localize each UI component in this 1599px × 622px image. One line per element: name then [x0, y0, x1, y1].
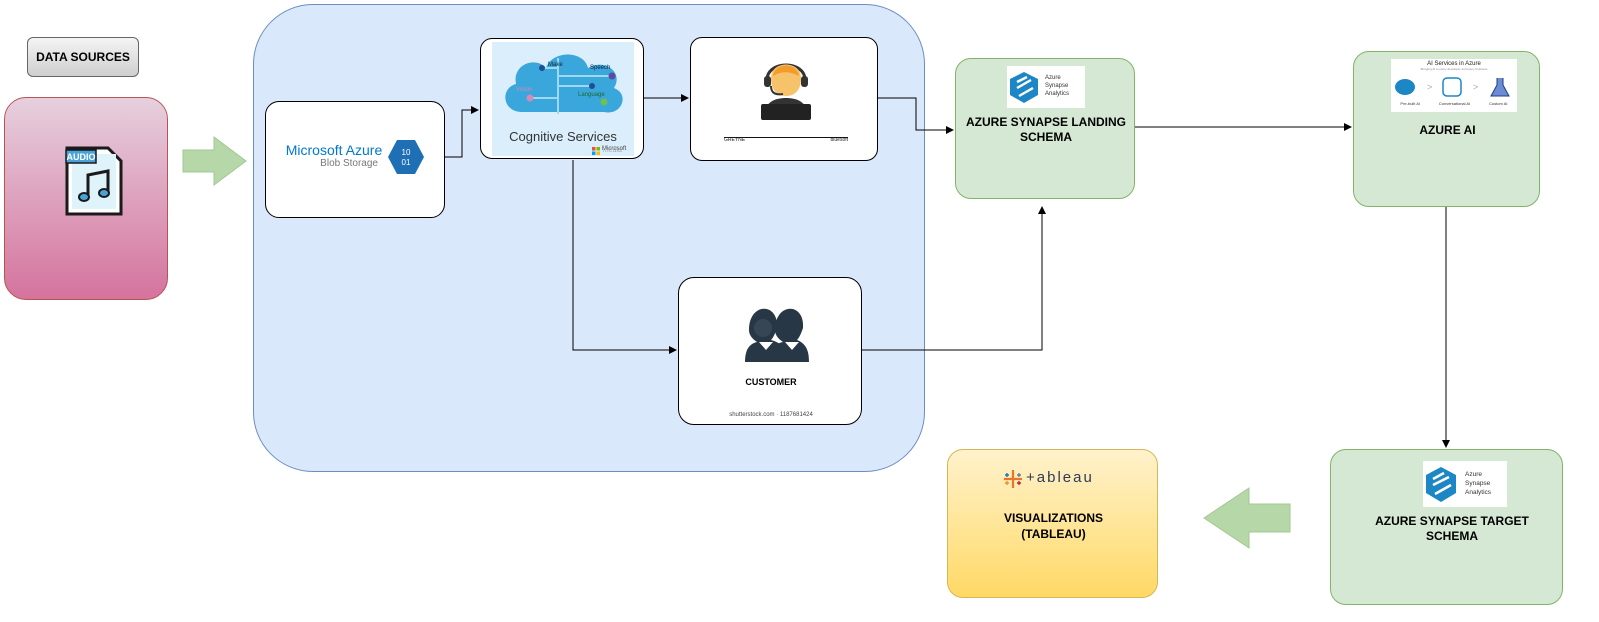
agent-caption-right: bluesoft [830, 137, 848, 143]
blob-storage-text: Microsoft Azure Blob Storage [284, 142, 384, 169]
customer-label: CUSTOMER [745, 377, 797, 387]
cognitive-services-box[interactable]: Make Speech Vision Language Cognitive Se… [480, 38, 644, 159]
azure-ai-thumb-items: Pre-built AI Conversational AI Custom AI [1391, 101, 1517, 106]
cog-node-2: Vision [516, 87, 532, 93]
svg-text:01: 01 [402, 158, 411, 167]
synapse-landing-box[interactable]: Azure Synapse Analytics AZURE SYNAPSE LA… [955, 58, 1135, 199]
synapse-target-logo: Azure Synapse Analytics [1423, 461, 1507, 507]
audio-tag: AUDIO [67, 152, 96, 162]
azure-ai-thumb-item-1: Conversational AI [1438, 101, 1471, 106]
synapse-target-logo-1: Azure [1465, 471, 1482, 478]
synapse-landing-logo: Azure Synapse Analytics [1007, 66, 1085, 108]
blob-title: Microsoft Azure [285, 142, 383, 158]
media-watermark: media [603, 147, 623, 154]
agent-caption-left: GREYNE [724, 137, 746, 143]
tableau-logo: +ableau [1003, 468, 1113, 490]
cognitive-services-image: Make Speech Vision Language Cognitive Se… [492, 42, 634, 156]
flow-arrow-left [1203, 487, 1291, 549]
svg-text:>: > [1427, 82, 1432, 92]
microsoft-logo: Microsoft [592, 146, 632, 156]
visualizations-box[interactable]: +ableau VISUALIZATIONS(TABLEAU) [947, 449, 1158, 598]
data-sources-label: DATA SOURCES [36, 50, 130, 64]
blob-storage-box[interactable]: Microsoft Azure Blob Storage 10 01 [265, 101, 445, 218]
cog-node-3: Language [578, 92, 605, 98]
synapse-target-logo-3: Analytics [1465, 489, 1492, 496]
azure-ai-box[interactable]: AI Services in Azure Bringing AI to ever… [1353, 51, 1540, 207]
azure-ai-thumbnail: AI Services in Azure Bringing AI to ever… [1391, 59, 1517, 112]
svg-text:10: 10 [402, 148, 411, 157]
azure-ai-label: AZURE AI [1419, 123, 1476, 137]
customer-icon [745, 300, 809, 362]
azure-ai-thumb-item-0: Pre-built AI [1400, 101, 1420, 106]
customer-credit: shutterstock.com · 1187681424 [729, 412, 813, 418]
tableau-wordmark: +ableau [1026, 469, 1094, 486]
flow-arrow-right [182, 136, 248, 186]
azure-ai-thumb-item-2: Custom AI [1489, 101, 1508, 106]
synapse-target-logo-2: Synapse [1465, 480, 1491, 487]
agent-box[interactable]: GREYNE bluesoft [690, 37, 878, 161]
synapse-landing-label: AZURE SYNAPSE LANDING SCHEMA [965, 115, 1126, 144]
svg-text:>: > [1473, 82, 1478, 92]
customer-box[interactable]: CUSTOMER shutterstock.com · 1187681424 [678, 277, 862, 425]
azure-ai-thumb-title: AI Services in Azure [1427, 61, 1481, 67]
cog-node-0: Make [548, 62, 563, 68]
synapse-landing-logo-2: Synapse [1045, 83, 1069, 89]
blob-storage-icon: 10 01 [387, 138, 425, 176]
microsoft-label: Microsoft [602, 146, 627, 152]
agent-caption-bar: GREYNE bluesoft [724, 137, 848, 145]
cog-node-1: Speech [590, 65, 610, 71]
synapse-target-box[interactable]: Azure Synapse Analytics AZURE SYNAPSE TA… [1330, 449, 1563, 605]
audio-source-box[interactable]: AUDIO [4, 97, 168, 300]
call-agent-icon [761, 52, 811, 120]
cognitive-services-label: Cognitive Services [509, 129, 617, 144]
synapse-target-label: AZURE SYNAPSE TARGET SCHEMA [1375, 514, 1529, 543]
synapse-landing-logo-3: Analytics [1045, 91, 1069, 97]
azure-ai-thumb-sub: Bringing AI to every developer and every… [1420, 67, 1488, 71]
synapse-landing-logo-1: Azure [1045, 75, 1061, 81]
blob-subtitle: Blob Storage [320, 158, 378, 169]
audio-file-icon: AUDIO [64, 145, 124, 217]
visualizations-label: VISUALIZATIONS(TABLEAU) [1003, 511, 1104, 541]
data-sources-button[interactable]: DATA SOURCES [27, 37, 139, 77]
